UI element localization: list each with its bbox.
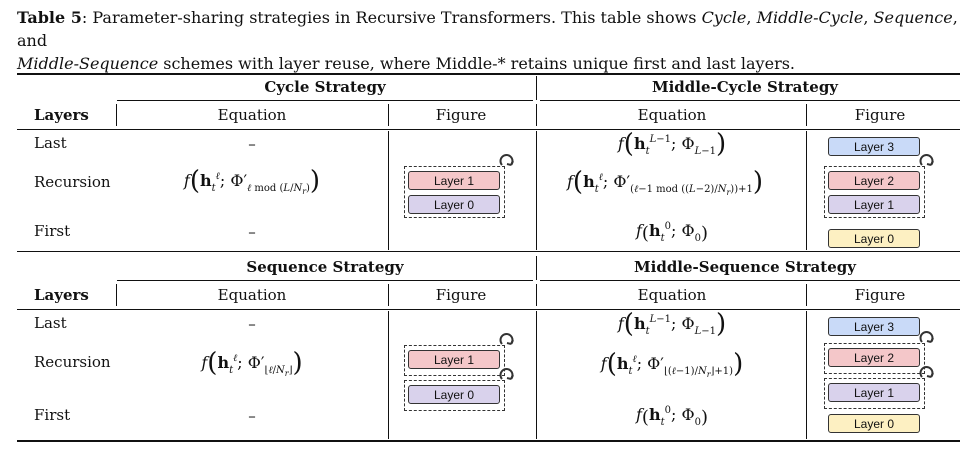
- mcycle-eq-recursion: f(htℓ; Φ′(ℓ−1 mod ((L−2)/Nr))+1): [567, 167, 763, 197]
- layer-1-box: Layer 1: [828, 195, 920, 214]
- group-divider: [536, 256, 537, 280]
- loop-arrow-icon: [499, 333, 514, 345]
- col-divider: [116, 104, 117, 126]
- recursion-group: [824, 166, 925, 218]
- figure-header: Figure: [854, 286, 906, 304]
- col-divider: [116, 284, 117, 306]
- caption-cycle: Cycle: [701, 8, 747, 27]
- col-divider: [388, 104, 389, 126]
- loop-arrow-icon: [499, 368, 514, 380]
- loop-arrow-icon: [499, 154, 514, 166]
- seq-eq-recursion: f(htℓ; Φ′⌊ℓ/Nr⌋): [201, 348, 303, 378]
- equation-header: Equation: [637, 286, 707, 304]
- caption-sep: , and: [17, 8, 958, 50]
- recursion-group: [404, 166, 505, 218]
- layer-2-box: Layer 2: [828, 348, 920, 367]
- recursion-group: [824, 378, 925, 409]
- col-divider: [388, 311, 389, 439]
- row-label-last: Last: [34, 314, 67, 332]
- recursion-group: [404, 380, 505, 411]
- mcycle-title-rule: [540, 100, 960, 101]
- figure-header: Figure: [435, 286, 487, 304]
- col-divider: [388, 131, 389, 250]
- caption-text: : Parameter-sharing strategies in Recurs…: [81, 8, 702, 27]
- layer-1-box: Layer 1: [408, 171, 500, 190]
- layers-header: Layers: [34, 286, 89, 304]
- col-divider: [806, 311, 807, 439]
- sequence-strategy-title: Sequence Strategy: [246, 258, 404, 276]
- group-divider: [536, 76, 537, 100]
- table-bottom-rule: [17, 440, 960, 442]
- layer-0-box: Layer 0: [828, 414, 920, 433]
- row-label-recursion: Recursion: [34, 353, 111, 371]
- col-divider: [806, 104, 807, 126]
- figure-header: Figure: [854, 106, 906, 124]
- cycle-eq-first: –: [248, 223, 256, 241]
- cycle-title-rule: [117, 100, 533, 101]
- layer-1-box: Layer 1: [828, 383, 920, 402]
- col-divider: [536, 284, 537, 306]
- col-divider: [388, 284, 389, 306]
- mseq-title-rule: [540, 280, 960, 281]
- layer-1-box: Layer 1: [408, 350, 500, 369]
- middle-cycle-strategy-title: Middle-Cycle Strategy: [651, 78, 839, 96]
- caption-sep: ,: [863, 8, 874, 27]
- cycle-eq-last: –: [248, 135, 256, 153]
- table-caption: Table 5: Parameter-sharing strategies in…: [17, 6, 967, 75]
- mseq-eq-last: f(htL−1; ΦL−1): [617, 309, 727, 339]
- recursion-group: [404, 345, 505, 376]
- cycle-strategy-title: Cycle Strategy: [264, 78, 386, 96]
- col-divider: [806, 131, 807, 250]
- equation-header: Equation: [217, 106, 287, 124]
- mseq-eq-first: f(ht0; Φ0): [636, 405, 708, 428]
- equation-header: Equation: [637, 106, 707, 124]
- seq-eq-last: –: [248, 315, 256, 333]
- col-divider: [536, 311, 537, 439]
- row-label-recursion: Recursion: [34, 173, 111, 191]
- row-label-last: Last: [34, 134, 67, 152]
- cycle-eq-recursion: f(htℓ; Φ′ℓ mod (L/Nr)): [183, 166, 321, 196]
- header-rule: [17, 129, 960, 130]
- seq-eq-first: –: [248, 407, 256, 425]
- layers-header: Layers: [34, 106, 89, 124]
- layer-0-box: Layer 0: [408, 195, 500, 214]
- row-label-first: First: [34, 406, 71, 424]
- layer-2-box: Layer 2: [828, 171, 920, 190]
- section-rule: [17, 251, 960, 252]
- seq-title-rule: [117, 280, 533, 281]
- caption-sep: ,: [746, 8, 757, 27]
- caption-middle-cycle: Middle-Cycle: [756, 8, 864, 27]
- layer-0-box: Layer 0: [408, 385, 500, 404]
- loop-arrow-icon: [919, 331, 934, 343]
- middle-sequence-strategy-title: Middle-Sequence Strategy: [634, 258, 856, 276]
- mcycle-eq-first: f(ht0; Φ0): [636, 221, 708, 244]
- caption-middle-sequence: Middle-Sequence: [17, 54, 159, 73]
- loop-arrow-icon: [919, 366, 934, 378]
- header-rule: [17, 309, 960, 310]
- col-divider: [536, 131, 537, 250]
- caption-sequence: Sequence: [873, 8, 953, 27]
- loop-arrow-icon: [919, 154, 934, 166]
- col-divider: [536, 104, 537, 126]
- row-label-first: First: [34, 222, 71, 240]
- layer-3-box: Layer 3: [828, 317, 920, 336]
- col-divider: [806, 284, 807, 306]
- table-top-rule: [17, 73, 960, 75]
- recursion-group: [824, 343, 925, 374]
- layer-3-box: Layer 3: [828, 137, 920, 156]
- mseq-eq-recursion: f(htℓ; Φ′⌊(ℓ−1)/Nr⌋+1)): [600, 349, 744, 379]
- mcycle-eq-last: f(htL−1; ΦL−1): [617, 129, 727, 159]
- layer-0-box: Layer 0: [828, 229, 920, 248]
- caption-tail: schemes with layer reuse, where Middle-*…: [158, 54, 796, 73]
- figure-header: Figure: [435, 106, 487, 124]
- caption-label: Table 5: [17, 8, 82, 27]
- equation-header: Equation: [217, 286, 287, 304]
